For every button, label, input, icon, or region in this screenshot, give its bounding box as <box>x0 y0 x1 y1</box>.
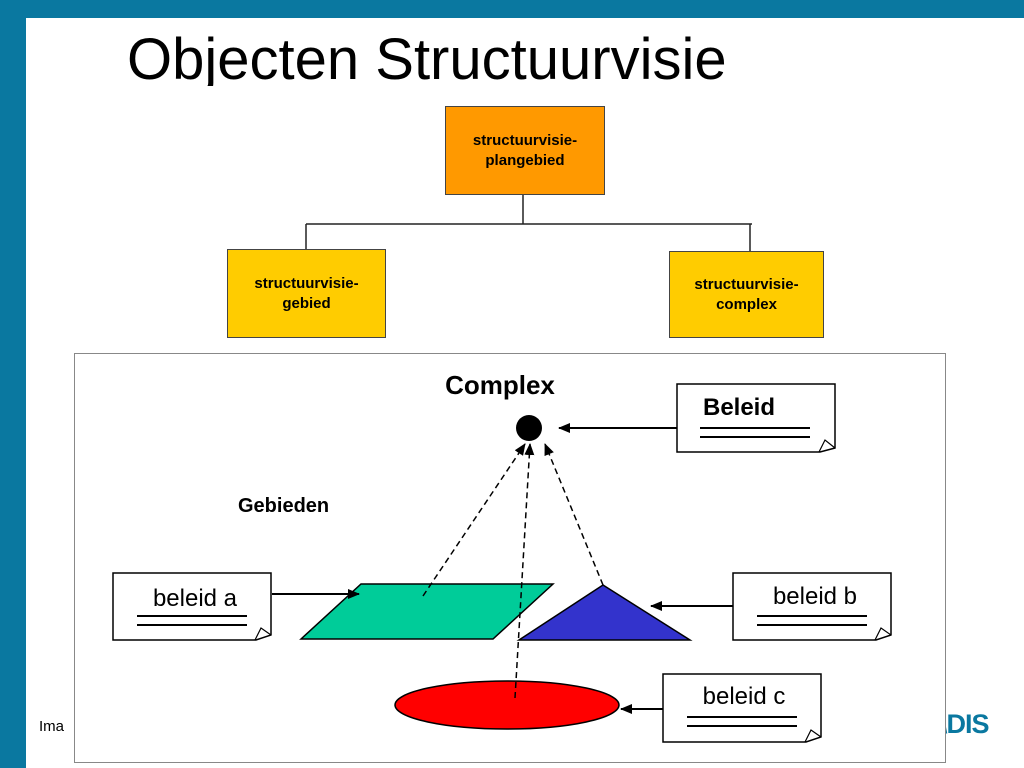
box-plangebied-line1: structuurvisie- <box>472 131 578 149</box>
box-gebied-line1: structuurvisie- <box>254 274 359 292</box>
top-brand-bar <box>0 0 1024 18</box>
beleid-a-label: beleid a <box>153 585 238 612</box>
dashed-link-ellipse <box>514 443 535 699</box>
area-parallelogram <box>299 583 555 640</box>
dashed-link-parallelogram <box>422 443 526 597</box>
footer-left-text: Ima <box>39 718 65 735</box>
box-plangebied-line2: plangebied <box>485 151 565 169</box>
beleid-c-document: beleid c <box>662 673 822 743</box>
area-triangle <box>516 584 693 641</box>
slide-title: Objecten Structuurvisie <box>127 27 727 86</box>
box-plangebied: structuurvisie-plangebied <box>445 106 605 195</box>
diagram-panel: Complex Gebieden Beleid beleid a <box>74 353 946 763</box>
diagram-svg: Complex Gebieden Beleid beleid a <box>112 370 892 743</box>
dashed-link-triangle <box>544 443 604 586</box>
complex-label: Complex <box>445 370 555 400</box>
box-complex-line1: structuurvisie- <box>694 275 799 293</box>
beleid-c-label: beleid c <box>703 683 786 710</box>
complex-node <box>516 415 542 441</box>
box-complex: structuurvisie-complex <box>669 251 824 338</box>
area-ellipse <box>394 680 620 730</box>
beleid-a-document: beleid a <box>112 572 272 641</box>
box-complex-line2: complex <box>716 295 777 313</box>
beleid-main-label: Beleid <box>703 394 775 421</box>
beleid-b-label: beleid b <box>773 583 857 610</box>
gebieden-label: Gebieden <box>238 495 329 517</box>
beleid-b-document: beleid b <box>732 572 892 641</box>
footer-logo-text: \DIS <box>940 709 990 739</box>
left-brand-bar <box>0 0 26 768</box>
box-gebied: structuurvisie-gebied <box>227 249 386 338</box>
beleid-main-document: Beleid <box>676 383 836 453</box>
box-gebied-line2: gebied <box>282 294 331 312</box>
